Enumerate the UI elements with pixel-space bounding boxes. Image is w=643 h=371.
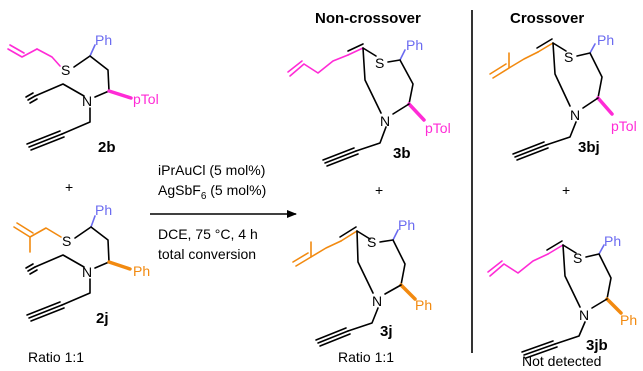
compound-label: 3b — [393, 145, 411, 162]
compound-label: 2j — [96, 310, 109, 327]
compound-3j: S Ph Ph N 3j — [292, 217, 432, 347]
header-crossover: Crossover — [510, 10, 584, 27]
compound-3b: S Ph pTol N 3b — [287, 37, 451, 167]
phenyl-label: Ph — [406, 37, 423, 53]
compound-label: 3jb — [586, 337, 608, 354]
additive-main: AgSbF — [158, 182, 201, 198]
compound-3jb: S Ph Ph N 3jb — [487, 233, 637, 359]
compound-2b: S Ph N pTol 2b — [7, 32, 159, 156]
condition-catalyst: iPrAuCl (5 mol%) — [158, 162, 265, 178]
plus-sign: + — [65, 179, 73, 195]
phenyl-label: Ph — [415, 297, 432, 313]
nitrogen-atom: N — [380, 113, 390, 129]
reaction-conditions: iPrAuCl (5 mol%) AgSbF6 (5 mol%) DCE, 75… — [150, 162, 297, 262]
nitrogen-atom: N — [579, 307, 589, 323]
additive-subscript: 6 — [201, 191, 207, 202]
sulfur-atom: S — [62, 233, 71, 249]
phenyl-label: Ph — [95, 202, 112, 218]
nitrogen-atom: N — [372, 293, 382, 309]
sulfur-atom: S — [564, 49, 573, 65]
phenyl-label: Ph — [620, 312, 637, 328]
phenyl-label: Ph — [95, 32, 112, 48]
ratio-caption-left: Ratio 1:1 — [28, 349, 84, 365]
phenyl-label: Ph — [597, 32, 614, 48]
sulfur-atom: S — [375, 55, 384, 71]
sulfur-atom: S — [573, 250, 582, 266]
ptol-label: pTol — [611, 118, 637, 134]
compound-label: 2b — [98, 139, 116, 156]
sulfur-atom: S — [61, 62, 70, 78]
nitrogen-atom: N — [570, 107, 580, 123]
ptol-label: pTol — [425, 120, 451, 136]
compound-3bj: S Ph pTol N 3bj — [489, 32, 637, 161]
sulfur-atom: S — [367, 234, 376, 250]
compound-label: 3bj — [578, 139, 600, 156]
ptol-label: pTol — [133, 91, 159, 107]
phenyl-label: Ph — [398, 217, 415, 233]
phenyl-label: Ph — [133, 263, 150, 279]
condition-conversion: total conversion — [158, 246, 256, 262]
additive-tail: (5 mol%) — [206, 182, 266, 198]
condition-solvent-temp: DCE, 75 °C, 4 h — [158, 226, 258, 242]
plus-sign: + — [562, 182, 570, 198]
not-detected-caption: Not detected — [522, 353, 601, 369]
plus-sign: + — [375, 182, 383, 198]
ratio-caption-middle: Ratio 1:1 — [338, 349, 394, 365]
condition-additive: AgSbF6 (5 mol%) — [158, 182, 266, 202]
nitrogen-atom: N — [82, 264, 92, 280]
nitrogen-atom: N — [82, 93, 92, 109]
header-noncrossover: Non-crossover — [315, 10, 421, 27]
compound-label: 3j — [380, 323, 393, 340]
phenyl-label: Ph — [604, 233, 621, 249]
compound-2j: S Ph N Ph 2j — [13, 202, 150, 327]
